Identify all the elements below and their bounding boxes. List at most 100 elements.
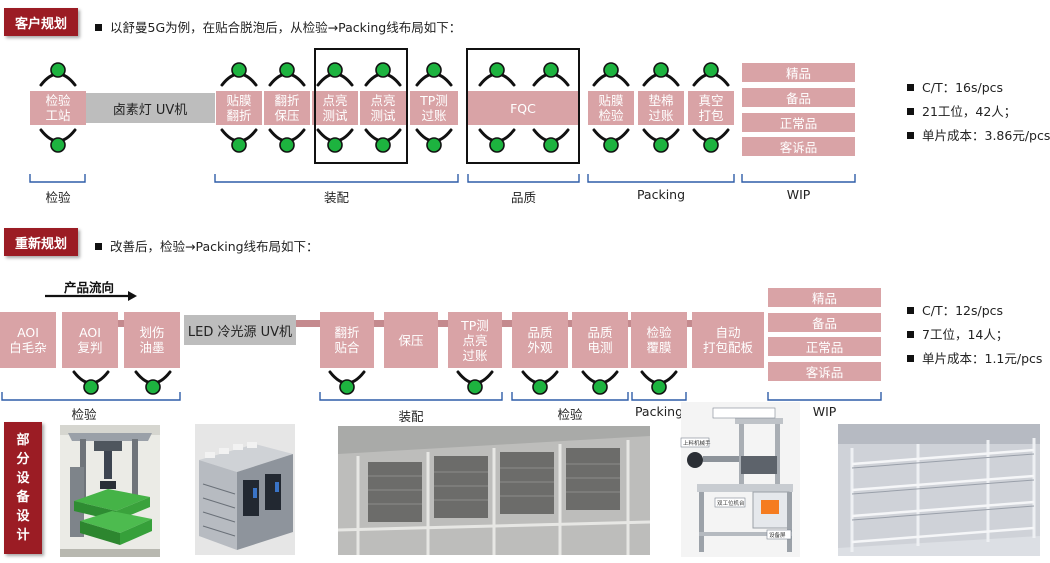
operator-icon xyxy=(315,128,355,154)
operator-icon xyxy=(477,128,517,154)
intro-text: 改善后，检验→Packing线布局如下： xyxy=(110,239,319,254)
group-label-quality: 品质 xyxy=(510,190,536,205)
stat-stations-staff: 7工位，14人； xyxy=(922,327,1009,342)
operator-icon xyxy=(477,61,517,87)
link-bar xyxy=(625,320,633,327)
uv-conveyor-led: LED 冷光源 UV机 xyxy=(184,315,296,345)
group-label-wip: WIP xyxy=(812,404,837,419)
operator-icon xyxy=(315,61,355,87)
operator-icon xyxy=(414,128,454,154)
bullet-square-icon xyxy=(95,243,102,250)
operator-icon xyxy=(531,128,571,154)
operator-icon xyxy=(414,61,454,87)
operator-icon xyxy=(531,61,571,87)
station-film-fold: 贴膜翻折 xyxy=(216,91,262,125)
station-fold-bond: 翻折贴合 xyxy=(320,312,374,368)
wip-normal: 正常品 xyxy=(742,113,855,132)
bullet-square-icon xyxy=(907,108,914,115)
link-bar xyxy=(436,320,450,327)
group-label-inspection: 检验 xyxy=(71,407,97,422)
equipment-photo-wip-rack xyxy=(838,424,1040,556)
stat-cycle-time: C/T：16s/pcs xyxy=(922,80,1004,95)
link-bar xyxy=(566,320,574,327)
section-tag-equipment-design: 部分设备设计 xyxy=(4,422,42,554)
operator-icon xyxy=(363,61,403,87)
station-vacuum-pack: 真空打包 xyxy=(688,91,734,125)
wip-premium: 精品 xyxy=(768,288,881,307)
station-inspect-film: 检验覆膜 xyxy=(631,312,687,368)
stat-stations-staff: 21工位，42人； xyxy=(922,104,1017,119)
operator-icon xyxy=(641,61,681,87)
link-bar xyxy=(296,320,322,327)
section-tag-customer-plan: 客户规划 xyxy=(4,8,78,36)
station-cushion: 垫棉过账 xyxy=(638,91,684,125)
section-intro-customer-plan: 以舒曼5G为例，在贴合脱泡后，从检验→Packing线布局如下： xyxy=(95,17,461,36)
stats-replan: C/T：12s/pcs 7工位，14人； 单片成本：1.1元/pcs xyxy=(907,299,1042,371)
group-label-wip: WIP xyxy=(786,187,811,202)
station-quality-visual: 品质外观 xyxy=(512,312,568,368)
group-label-packing: Packing xyxy=(636,187,686,202)
stats-customer-plan: C/T：16s/pcs 21工位，42人； 单片成本：3.86元/pcs xyxy=(907,76,1050,148)
operator-icon xyxy=(38,128,78,154)
flow-direction-label: 产品流向 xyxy=(64,280,115,295)
link-bar xyxy=(372,320,386,327)
section-tag-replan: 重新规划 xyxy=(4,228,78,256)
operator-icon xyxy=(219,128,259,154)
operator-icon xyxy=(363,128,403,154)
station-tp-test: TP测过账 xyxy=(410,91,458,125)
wip-complaint: 客诉品 xyxy=(742,137,855,156)
intro-text: 以舒曼5G为例，在贴合脱泡后，从检验→Packing线布局如下： xyxy=(110,20,462,35)
wip-normal: 正常品 xyxy=(768,337,881,356)
station-quality-electric: 品质电测 xyxy=(572,312,628,368)
operator-icon xyxy=(267,61,307,87)
operator-icon xyxy=(591,61,631,87)
group-label-quality-inspection: 检验 xyxy=(557,407,583,422)
operator-icon xyxy=(691,61,731,87)
group-label-inspection: 检验 xyxy=(45,190,71,205)
wip-complaint: 客诉品 xyxy=(768,362,881,381)
wip-spare: 备品 xyxy=(768,313,881,332)
link-bar xyxy=(686,320,694,327)
stat-unit-cost: 单片成本：1.1元/pcs xyxy=(922,351,1043,366)
operator-icon xyxy=(267,128,307,154)
wip-spare: 备品 xyxy=(742,88,855,107)
section-intro-replan: 改善后，检验→Packing线布局如下： xyxy=(95,236,319,255)
group-label-assembly: 装配 xyxy=(323,190,349,205)
group-label-packing: Packing xyxy=(634,404,684,419)
link-bar xyxy=(500,320,514,327)
station-scratch-ink: 划伤油墨 xyxy=(124,312,180,368)
operator-icon xyxy=(691,128,731,154)
bullet-square-icon xyxy=(907,355,914,362)
bullet-square-icon xyxy=(907,84,914,91)
station-press: 保压 xyxy=(384,312,438,368)
flow-arrow-icon xyxy=(45,291,137,301)
operator-icon xyxy=(591,128,631,154)
group-brackets-row2 xyxy=(1,392,882,401)
equipment-photo-loading-robot xyxy=(60,425,160,557)
group-frame-fqc xyxy=(466,48,580,164)
bullet-square-icon xyxy=(907,331,914,338)
equipment-photo-dual-station: 上料机械手 双工位机台 设备屏 xyxy=(680,402,800,557)
operator-icon xyxy=(219,61,259,87)
equipment-photo-production-line xyxy=(337,426,651,555)
group-brackets-row1 xyxy=(29,174,856,183)
bullet-square-icon xyxy=(907,307,914,314)
station-fold-press: 翻折保压 xyxy=(264,91,310,125)
operator-icon xyxy=(38,61,78,87)
station-film-check: 贴膜检验 xyxy=(588,91,634,125)
group-frame-light-test xyxy=(314,48,408,164)
station-light-test-1: 点亮测试 xyxy=(312,91,358,125)
station-inspection: 检验工站 xyxy=(30,91,86,125)
stat-unit-cost: 单片成本：3.86元/pcs xyxy=(922,128,1050,143)
stat-cycle-time: C/T：12s/pcs xyxy=(922,303,1004,318)
operator-icon xyxy=(641,128,681,154)
equipment-photo-test-cabinet xyxy=(195,424,295,555)
wip-premium: 精品 xyxy=(742,63,855,82)
callout-dual-station: 双工位机台 xyxy=(717,499,745,507)
station-auto-pack: 自动打包配板 xyxy=(692,312,764,368)
uv-conveyor-halogen: 卤素灯 UV机 xyxy=(85,93,215,123)
callout-loading-robot: 上料机械手 xyxy=(683,439,711,447)
station-tp-light: TP测点亮过账 xyxy=(448,312,502,368)
